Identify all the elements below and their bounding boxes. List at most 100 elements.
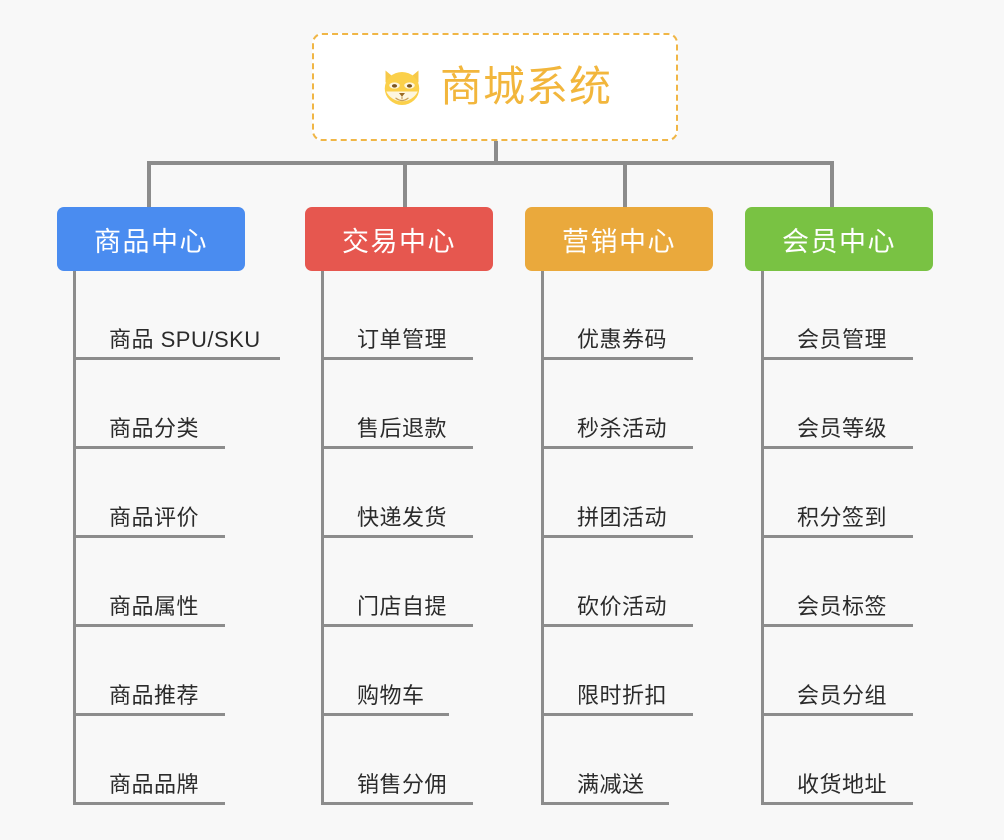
leaf-rule <box>75 624 225 627</box>
leaf-label: 商品推荐 <box>109 682 200 708</box>
leaf-item[interactable]: 商品评价 <box>75 449 245 538</box>
leaf-label: 购物车 <box>357 682 425 708</box>
leaf-rule <box>323 802 473 805</box>
leaf-label: 会员分组 <box>797 682 888 708</box>
leaf-rule <box>763 535 913 538</box>
leaf-label: 商品 SPU/SKU <box>109 326 261 352</box>
connector-horizontal-bus <box>149 161 832 165</box>
leaf-item[interactable]: 优惠券码 <box>543 271 713 360</box>
leaf-rule <box>763 713 913 716</box>
leaf-rule <box>323 713 449 716</box>
leaf-label: 销售分佣 <box>357 771 448 797</box>
trunk-line <box>321 271 324 805</box>
connector-drop-marketing-center <box>623 161 627 207</box>
category-header-marketing-center[interactable]: 营销中心 <box>525 207 713 271</box>
leaf-rule <box>75 802 225 805</box>
leaf-list-product-center: 商品 SPU/SKU 商品分类 商品评价 商品属性 商品推荐 商品品牌 <box>73 271 280 805</box>
leaf-rule <box>75 535 225 538</box>
column-trade-center: 交易中心 订单管理 售后退款 快递发货 门店自提 购物车 <box>305 207 493 805</box>
leaf-rule <box>323 624 473 627</box>
leaf-item[interactable]: 会员分组 <box>763 627 933 716</box>
leaf-item[interactable]: 会员标签 <box>763 538 933 627</box>
leaf-item[interactable]: 订单管理 <box>323 271 493 360</box>
shiba-dog-face-icon <box>384 70 420 105</box>
leaf-label: 限时折扣 <box>577 682 668 708</box>
leaf-label: 商品属性 <box>109 593 200 619</box>
leaf-item[interactable]: 砍价活动 <box>543 538 713 627</box>
leaf-list-member-center: 会员管理 会员等级 积分签到 会员标签 会员分组 收货地址 <box>761 271 933 805</box>
leaf-item[interactable]: 秒杀活动 <box>543 360 713 449</box>
leaf-item[interactable]: 购物车 <box>323 627 493 716</box>
leaf-item[interactable]: 会员管理 <box>763 271 933 360</box>
leaf-label: 订单管理 <box>357 326 448 352</box>
leaf-item[interactable]: 商品属性 <box>75 538 245 627</box>
leaf-label: 商品评价 <box>109 504 200 530</box>
leaf-rule <box>323 357 473 360</box>
leaf-rule <box>763 802 913 805</box>
leaf-rule <box>543 446 693 449</box>
leaf-item[interactable]: 商品品牌 <box>75 716 245 805</box>
category-header-product-center[interactable]: 商品中心 <box>57 207 245 271</box>
leaf-label: 秒杀活动 <box>577 415 668 441</box>
column-marketing-center: 营销中心 优惠券码 秒杀活动 拼团活动 砍价活动 限时折扣 <box>525 207 713 805</box>
leaf-item[interactable]: 收货地址 <box>763 716 933 805</box>
leaf-rule <box>543 713 693 716</box>
leaf-label: 优惠券码 <box>577 326 668 352</box>
leaf-item[interactable]: 商品 SPU/SKU <box>75 271 280 360</box>
trunk-line <box>761 271 764 805</box>
root-node-mall-system[interactable]: 商城系统 <box>312 33 678 141</box>
connector-root-stem <box>494 141 498 165</box>
trunk-line <box>73 271 76 805</box>
leaf-rule <box>75 446 225 449</box>
leaf-label: 售后退款 <box>357 415 448 441</box>
leaf-rule <box>763 357 913 360</box>
leaf-rule <box>543 535 693 538</box>
category-label: 营销中心 <box>562 226 676 257</box>
leaf-item[interactable]: 会员等级 <box>763 360 933 449</box>
connector-drop-product-center <box>147 161 151 207</box>
leaf-rule <box>543 802 669 805</box>
column-product-center: 商品中心 商品 SPU/SKU 商品分类 商品评价 商品属性 商品推荐 <box>57 207 280 805</box>
leaf-item[interactable]: 积分签到 <box>763 449 933 538</box>
category-header-member-center[interactable]: 会员中心 <box>745 207 933 271</box>
leaf-item[interactable]: 满减送 <box>543 716 713 805</box>
leaf-rule <box>763 624 913 627</box>
category-label: 交易中心 <box>342 226 456 257</box>
leaf-item[interactable]: 商品推荐 <box>75 627 245 716</box>
leaf-rule <box>763 446 913 449</box>
leaf-label: 收货地址 <box>797 771 888 797</box>
connector-drop-trade-center <box>403 161 407 207</box>
leaf-item[interactable]: 门店自提 <box>323 538 493 627</box>
category-label: 商品中心 <box>94 226 208 257</box>
leaf-rule <box>323 446 473 449</box>
leaf-rule <box>543 357 693 360</box>
leaf-label: 门店自提 <box>357 593 448 619</box>
leaf-label: 商品分类 <box>109 415 200 441</box>
leaf-item[interactable]: 销售分佣 <box>323 716 493 805</box>
trunk-line <box>541 271 544 805</box>
leaf-label: 积分签到 <box>797 504 888 530</box>
category-header-trade-center[interactable]: 交易中心 <box>305 207 493 271</box>
leaf-item[interactable]: 商品分类 <box>75 360 245 449</box>
leaf-rule <box>75 713 225 716</box>
leaf-list-trade-center: 订单管理 售后退款 快递发货 门店自提 购物车 销售分佣 <box>321 271 493 805</box>
connector-drop-member-center <box>830 161 834 207</box>
root-title: 商城系统 <box>439 63 612 110</box>
leaf-item[interactable]: 快递发货 <box>323 449 493 538</box>
leaf-label: 快递发货 <box>357 504 448 530</box>
leaf-label: 拼团活动 <box>577 504 668 530</box>
leaf-label: 商品品牌 <box>109 771 200 797</box>
leaf-rule <box>323 535 473 538</box>
leaf-item[interactable]: 限时折扣 <box>543 627 713 716</box>
leaf-item[interactable]: 售后退款 <box>323 360 493 449</box>
leaf-label: 会员标签 <box>797 593 888 619</box>
leaf-label: 会员等级 <box>797 415 888 441</box>
leaf-label: 满减送 <box>577 771 645 797</box>
leaf-rule <box>543 624 693 627</box>
leaf-list-marketing-center: 优惠券码 秒杀活动 拼团活动 砍价活动 限时折扣 满减送 <box>541 271 713 805</box>
leaf-item[interactable]: 拼团活动 <box>543 449 713 538</box>
leaf-label: 会员管理 <box>797 326 888 352</box>
leaf-label: 砍价活动 <box>577 593 668 619</box>
leaf-rule <box>75 357 280 360</box>
